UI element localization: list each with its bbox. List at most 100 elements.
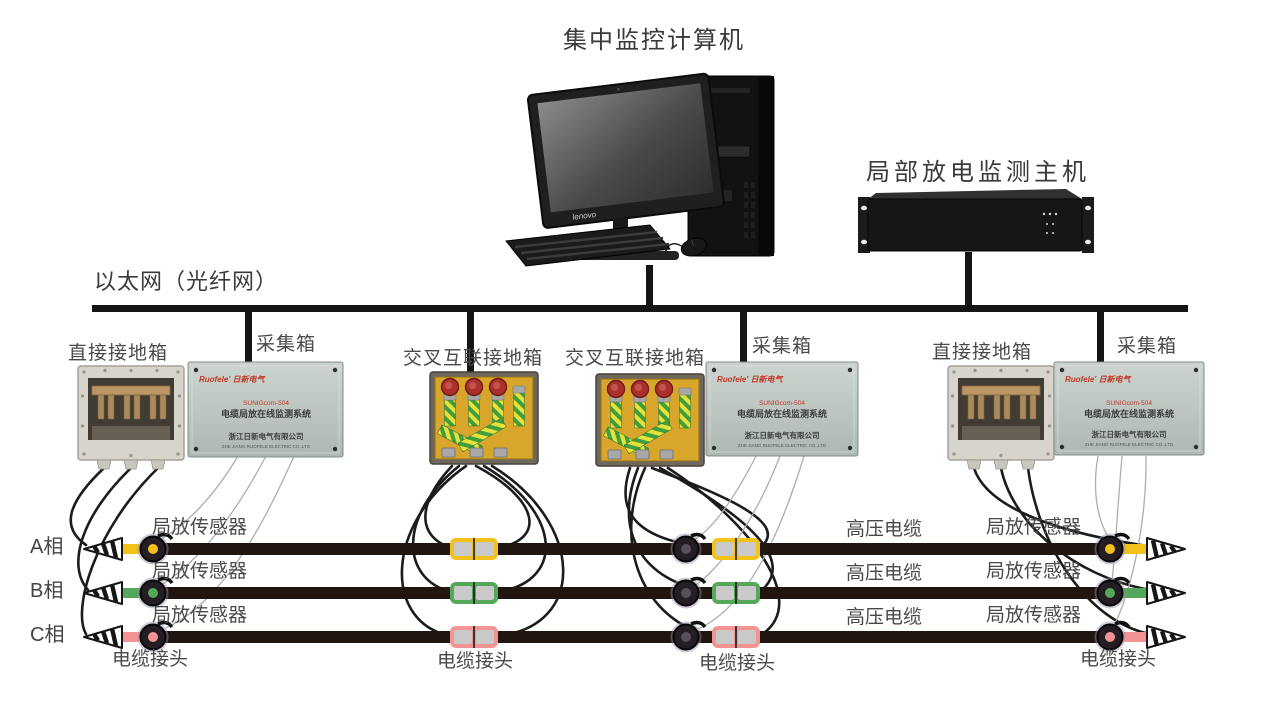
sensor-signal-wires [158,455,1147,630]
hv-cable-a [140,543,1112,555]
cable-joint-a2 [712,538,760,560]
label-collect-right: 采集箱 [1117,336,1178,357]
ethernet-label: 以太网（光纤网） [94,269,279,294]
cable-segment-right-a [1122,544,1150,554]
drop-collect-mid [740,310,747,362]
label-direct-ground-left: 直接接地箱 [68,343,169,364]
bottom-connectors [441,447,508,458]
pd-host-rack [858,189,1094,253]
cross-bonding-box-left [429,371,539,465]
webcam-icon [616,87,620,91]
drop-computer [646,265,653,307]
drop-collect-right [1097,310,1104,362]
ethernet-bus [92,252,1188,372]
drop-collect-left [245,310,252,362]
label-sensor-b-right: 局放传感器 [986,561,1082,582]
label-direct-ground-right: 直接接地箱 [932,342,1033,363]
label-phase-c: C相 [30,624,65,646]
label-hv-cable-b: 高压电缆 [846,563,923,584]
pd-sensor-b-right [1094,576,1131,609]
label-joint-left: 电缆接头 [112,649,189,670]
cable-joint-b [450,582,498,604]
panel-product: 电缆局放在线监测系统 [221,408,311,419]
computer-mouse [664,237,708,257]
cable-glands [96,459,166,470]
drop-cross-left [467,310,474,372]
rack-ear-right [1082,197,1094,253]
hv-cable-b [140,587,1112,599]
pd-sensor-a-right [1094,532,1131,565]
cable-segment-left-c [116,632,148,642]
label-sensor-a-left: 局放传感器 [152,517,248,538]
collection-box-mid: Ruofele′ 日新电气 SUNIGcom-504 电缆局放在线监测系统 浙江… [705,361,859,457]
label-sensor-c-left: 局放传感器 [152,605,248,626]
rack-ear-left [858,197,870,253]
label-cross-left: 交叉互联接地箱 [403,348,544,369]
collection-box-left: Ruofele′ 日新电气 SUNIGcom-504 电缆局放在线监测系统 浙江… [187,361,344,458]
svg-text:ZHE JIANG RUOFELE ELECTRIC CO.: ZHE JIANG RUOFELE ELECTRIC CO.,LTD [1085,442,1174,447]
label-joint-mid2: 电缆接头 [699,653,776,674]
svg-text:SUNIGcom-504: SUNIGcom-504 [1106,400,1152,407]
computer-monitor: lenovo [526,72,725,229]
label-sensor-b-left: 局放传感器 [152,561,248,582]
flange-screws [80,368,182,458]
cable-termination-right-a [1146,537,1186,561]
cable-phase-c [83,620,1186,653]
computer-keyboard [505,224,671,267]
panel-model: SUNIGcom-504 [243,400,289,407]
pd-sensor-b-left [137,576,174,609]
cable-termination-right-b [1146,581,1186,605]
pd-sensor-c-mid [670,620,707,653]
pd-sensor-a-mid [670,532,707,565]
label-hv-cable-c: 高压电缆 [846,607,923,628]
label-joint-right: 电缆接头 [1080,649,1157,670]
cable-termination-left-a [83,537,123,561]
cable-segment-left-b [116,588,148,598]
label-collect-mid: 采集箱 [752,336,813,357]
panel-brand: Ruofele′ 日新电气 [199,375,266,384]
title-pd-host: 局部放电监测主机 [866,159,1090,186]
pd-sensor-c-left [137,620,174,653]
panel-company-en: ZHE JIANG RUOFELE ELECTRIC CO.,LTD [222,444,311,449]
cable-phase-b [83,576,1186,609]
svg-text:浙江日新电气有限公司: 浙江日新电气有限公司 [745,430,820,440]
label-phase-a: A相 [30,536,64,558]
cable-joint-b2 [712,582,760,604]
cable-termination-right-c [1146,625,1186,649]
cable-termination-left-c [83,625,123,649]
cable-segment-right-c [1122,632,1150,642]
hv-cable-c [140,631,1112,643]
svg-text:ZHE JIANG RUOFELE ELECTRIC CO.: ZHE JIANG RUOFELE ELECTRIC CO.,LTD [738,443,827,448]
label-collect-left: 采集箱 [256,334,317,355]
busbar-straps [97,394,167,420]
panel-company: 浙江日新电气有限公司 [229,431,304,441]
svg-text:Ruofele′ 日新电气: Ruofele′ 日新电气 [717,375,784,384]
cable-termination-left-b [83,581,123,605]
monitor-logo: lenovo [572,210,597,222]
svg-text:SUNIGcom-504: SUNIGcom-504 [759,400,805,407]
title-monitoring-computer: 集中监控计算机 [563,27,745,54]
svg-text:电缆局放在线监测系统: 电缆局放在线监测系统 [737,408,827,419]
svg-text:浙江日新电气有限公司: 浙江日新电气有限公司 [1092,429,1167,439]
drop-host [965,252,972,307]
vent-grid [744,182,755,238]
cable-joint-c2 [712,626,760,648]
svg-text:Ruofele′ 日新电气: Ruofele′ 日新电气 [1065,375,1132,384]
monitor-screen [537,83,714,213]
ethernet-bus-line [92,305,1188,312]
label-sensor-a-right: 局放传感器 [986,517,1082,538]
cross-bonding-box-right [595,373,705,467]
label-cross-right: 交叉互联接地箱 [565,348,706,369]
busbar-caps [440,377,526,401]
cable-phase-a [83,532,1186,565]
pd-sensor-a-left [137,532,174,565]
cable-joint-a [450,538,498,560]
monitoring-computer: lenovo [505,72,775,267]
direct-grounding-box-right [947,365,1055,470]
rack-led-indicators [1042,212,1058,234]
cable-joint-c [450,626,498,648]
label-phase-b: B相 [30,580,64,602]
svg-text:电缆局放在线监测系统: 电缆局放在线监测系统 [1084,408,1174,419]
